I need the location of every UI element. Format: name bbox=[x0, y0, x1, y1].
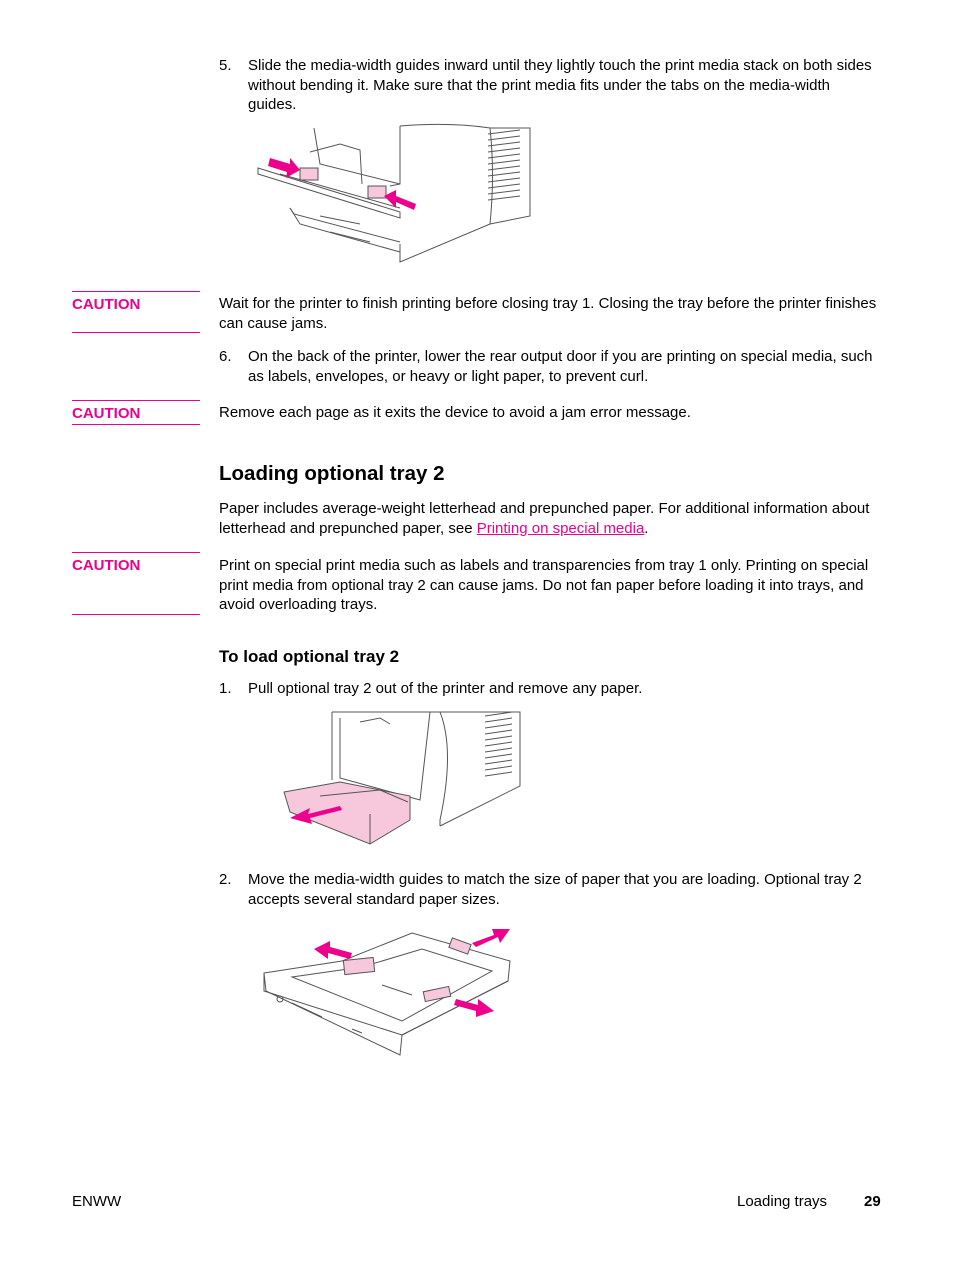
intro-text: Paper includes average-weight letterhead… bbox=[219, 500, 870, 537]
intro-suffix: . bbox=[644, 519, 649, 537]
tray-step-1: 1. Pull optional tray 2 out of the print… bbox=[219, 679, 879, 699]
tray-step-2: 2. Move the media-width guides to match … bbox=[219, 870, 879, 909]
caution-block: CAUTION bbox=[72, 400, 200, 425]
step-text: Pull optional tray 2 out of the printer … bbox=[248, 680, 643, 697]
caution-text: Print on special print media such as lab… bbox=[219, 557, 869, 613]
caution-rule bbox=[72, 614, 200, 615]
step-number: 1. bbox=[219, 680, 232, 697]
subsection-heading: To load optional tray 2 bbox=[219, 647, 400, 666]
printing-on-special-media-link[interactable]: Printing on special media bbox=[476, 519, 645, 537]
footer-section: Loading trays bbox=[737, 1193, 828, 1210]
step-number: 6. bbox=[219, 348, 232, 365]
step-text: Slide the media-width guides inward unti… bbox=[248, 57, 872, 113]
caution-label: CAUTION bbox=[72, 405, 141, 422]
caution-label: CAUTION bbox=[72, 557, 141, 574]
step-6: 6. On the back of the printer, lower the… bbox=[219, 347, 879, 386]
step-number: 2. bbox=[219, 871, 232, 888]
section-heading: Loading optional tray 2 bbox=[219, 462, 445, 485]
tray2-pull-illustration bbox=[283, 711, 521, 845]
tray1-guides-illustration bbox=[257, 123, 531, 263]
step-number: 5. bbox=[219, 57, 232, 74]
step-5: 5. Slide the media-width guides inward u… bbox=[219, 56, 879, 115]
step-text: On the back of the printer, lower the re… bbox=[248, 348, 873, 385]
caution-block: CAUTION bbox=[72, 552, 200, 615]
caution-text: Remove each page as it exits the device … bbox=[219, 404, 691, 421]
step-text: Move the media-width guides to match the… bbox=[248, 871, 862, 908]
footer-left: ENWW bbox=[72, 1193, 122, 1210]
section-intro: Paper includes average-weight letterhead… bbox=[219, 499, 879, 538]
caution-rule bbox=[72, 424, 200, 425]
caution-rule bbox=[72, 332, 200, 333]
page-number: 29 bbox=[864, 1193, 881, 1210]
caution-label: CAUTION bbox=[72, 296, 141, 313]
tray2-guides-illustration bbox=[263, 929, 511, 1056]
caution-block: CAUTION bbox=[72, 291, 200, 333]
caution-text: Wait for the printer to finish printing … bbox=[219, 295, 877, 332]
